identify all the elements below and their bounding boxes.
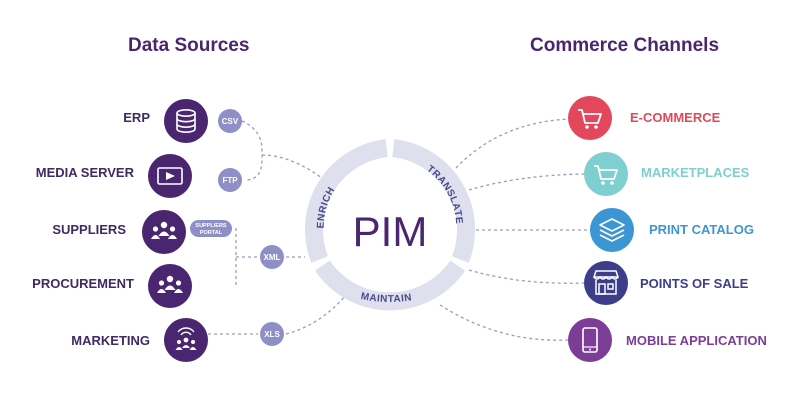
channel-label-points-of-sale: POINTS OF SALE	[640, 276, 749, 291]
data-sources-title: Data Sources	[128, 35, 250, 56]
people-group-icon	[148, 264, 192, 308]
ring-label-maintain: MAINTAIN	[360, 291, 412, 305]
source-label-suppliers: SUPPLIERS	[52, 222, 126, 237]
connector-badges: CSV FTP SUPPLIERS PORTAL XML XLS	[190, 109, 284, 346]
source-label-procurement: PROCUREMENT	[32, 276, 134, 291]
line-to-marketplaces	[468, 173, 585, 191]
line-to-e-commerce	[455, 118, 571, 169]
svg-text:MAINTAIN: MAINTAIN	[360, 291, 413, 305]
pim-center-label: PIM	[353, 208, 428, 255]
channel-label-mobile-application: MOBILE APPLICATION	[626, 333, 767, 348]
pim-ring: ENRICH TRANSLATE MAINTAIN PIM	[304, 139, 476, 311]
connector-csv-ftp	[241, 120, 263, 181]
badge-suppliers-portal-line2: PORTAL	[200, 230, 223, 236]
commerce-channels-title: Commerce Channels	[530, 35, 720, 56]
layers-icon	[590, 208, 634, 252]
connector-xls-to-ring	[285, 295, 346, 335]
source-icons	[142, 99, 208, 362]
connection-lines	[208, 118, 590, 341]
badge-xml: XML	[260, 245, 284, 269]
badge-xls: XLS	[260, 322, 284, 346]
storefront-icon	[584, 261, 628, 305]
badge-xml-text: XML	[264, 253, 281, 262]
badge-csv-text: CSV	[222, 117, 239, 126]
channel-label-marketplaces: MARKETPLACES	[641, 165, 750, 180]
source-label-marketing: MARKETING	[71, 333, 150, 348]
channel-label-print-catalog: PRINT CATALOG	[649, 222, 754, 237]
badge-suppliers-portal-line1: SUPPLIERS	[195, 223, 227, 229]
channel-icons	[568, 96, 634, 362]
badge-suppliers-portal: SUPPLIERS PORTAL	[190, 220, 232, 237]
badge-csv: CSV	[218, 109, 242, 133]
channel-label-e-commerce: E-COMMERCE	[630, 110, 721, 125]
line-to-mobile-application	[439, 304, 569, 341]
line-to-points-of-sale	[468, 269, 585, 284]
badge-ftp-text: FTP	[222, 176, 238, 185]
shopping-cart-icon	[584, 152, 628, 196]
video-play-icon	[148, 154, 192, 198]
database-icon	[164, 99, 208, 143]
smartphone-icon	[568, 318, 612, 362]
connector-to-enrich	[261, 154, 323, 179]
badge-xls-text: XLS	[264, 330, 280, 339]
ring-segment-maintain	[314, 260, 466, 311]
source-label-media-server: MEDIA SERVER	[35, 165, 134, 180]
broadcast-people-icon	[164, 318, 208, 362]
source-label-erp: ERP	[123, 110, 150, 125]
people-group-icon	[142, 210, 186, 254]
ring-segment-enrich	[304, 139, 388, 263]
badge-ftp: FTP	[218, 168, 242, 192]
shopping-cart-icon	[568, 96, 612, 140]
ring-segment-translate	[392, 139, 476, 263]
